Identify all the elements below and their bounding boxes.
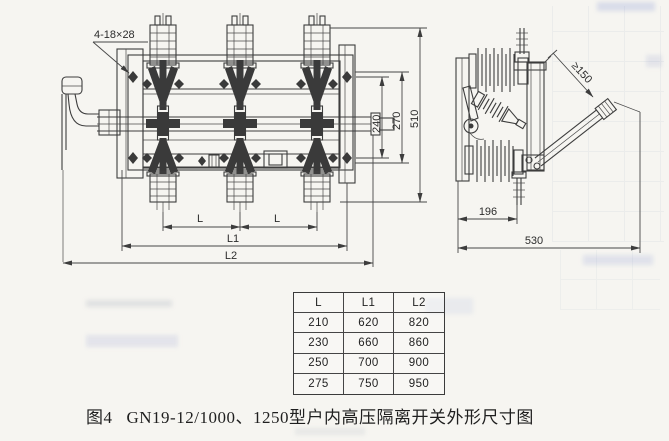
- table-cell: 750: [344, 373, 394, 394]
- table-cell: 210: [294, 313, 344, 334]
- figure-title: GN19-12/1000、1250型户内高压隔离开关外形尺寸图: [126, 408, 534, 427]
- table-cell: 860: [394, 333, 444, 354]
- dim-label-L2: L2: [225, 250, 237, 262]
- table-cell: 900: [394, 354, 444, 374]
- side-view-dimensions: ≥150 196 530: [457, 49, 641, 253]
- table-cell: 820: [394, 313, 444, 334]
- dim-label-270: 270: [391, 112, 403, 130]
- dim-label-min150: ≥150: [569, 60, 594, 86]
- table-cell: 950: [408, 377, 430, 390]
- table-cell: 620: [344, 313, 394, 334]
- table-cell: 250: [294, 353, 344, 374]
- table-header-L1: L1: [344, 293, 394, 314]
- dim-label-240: 240: [371, 115, 383, 133]
- dim-label-holes: 4-18×28: [94, 29, 135, 41]
- table-header-L: L: [294, 293, 344, 314]
- table-cell: 660: [344, 333, 394, 354]
- table-header-L2: L2: [394, 293, 444, 314]
- front-view: [61, 12, 395, 262]
- dimension-table: L L1 L2 210 620 820 230 660 860 250 700 …: [293, 292, 445, 395]
- dim-label-L-right: L: [274, 213, 280, 225]
- table-cell: 230: [294, 333, 344, 354]
- dim-label-L-left: L: [197, 213, 203, 225]
- side-view: [455, 28, 618, 205]
- dim-label-510: 510: [409, 110, 421, 128]
- table-cell: 275: [294, 373, 344, 394]
- table-cell: 700: [344, 353, 394, 374]
- dim-label-L1: L1: [227, 233, 239, 245]
- front-view-dimensions: 4-18×28 240 270 510 L L: [62, 27, 427, 267]
- dim-label-196: 196: [479, 206, 497, 218]
- figure-number: 图4: [86, 408, 113, 427]
- figure-caption: 图4 GN19-12/1000、1250型户内高压隔离开关外形尺寸图: [86, 403, 646, 428]
- dim-label-530: 530: [525, 235, 543, 247]
